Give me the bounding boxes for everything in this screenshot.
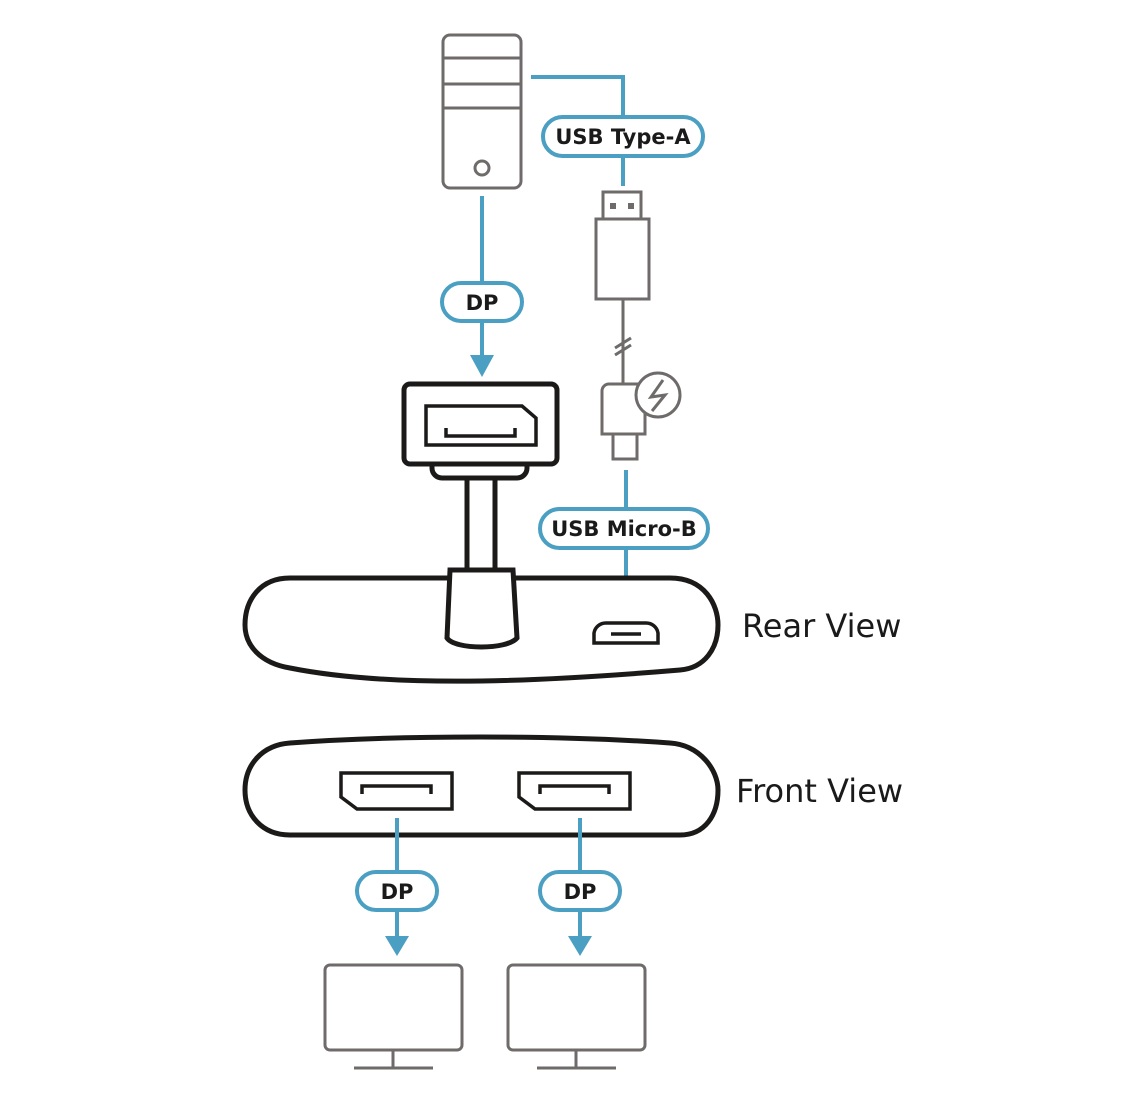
dp-output-label-2: DP (538, 870, 622, 912)
rear-view-device (242, 567, 721, 684)
displayport-port-icon (424, 404, 538, 447)
dp-output-label-1: DP (355, 870, 439, 912)
front-view-device (242, 734, 721, 838)
lightning-icon (634, 371, 682, 419)
rear-view-label: Rear View (742, 607, 901, 645)
cable-strain-relief (444, 567, 520, 650)
usb-micro-b-label: USB Micro-B (538, 507, 710, 550)
usb-micro-b-text: USB Micro-B (551, 517, 697, 541)
dp-out-2-text: DP (564, 880, 597, 904)
usb-type-a-text: USB Type-A (555, 125, 691, 149)
usb-plug-pins (610, 203, 634, 209)
dp-source-label: DP (440, 281, 524, 323)
monitor-icon (323, 963, 464, 1070)
displayport-port-icon (517, 771, 632, 811)
dp-source-arrow (470, 355, 494, 377)
monitor-icon (506, 963, 647, 1070)
usb-type-a-label: USB Type-A (541, 115, 705, 158)
dp-output-arrow-1 (385, 936, 409, 956)
dp-out-1-text: DP (381, 880, 414, 904)
displayport-port-icon (339, 771, 454, 811)
usb-type-a-plug-icon (594, 190, 651, 461)
dp-output-arrow-2 (568, 936, 592, 956)
front-view-label: Front View (736, 772, 903, 810)
usb-cable-line (531, 75, 625, 186)
dp-source-text: DP (466, 291, 499, 315)
micro-usb-port-icon (592, 621, 660, 645)
computer-tower-icon (441, 33, 523, 190)
